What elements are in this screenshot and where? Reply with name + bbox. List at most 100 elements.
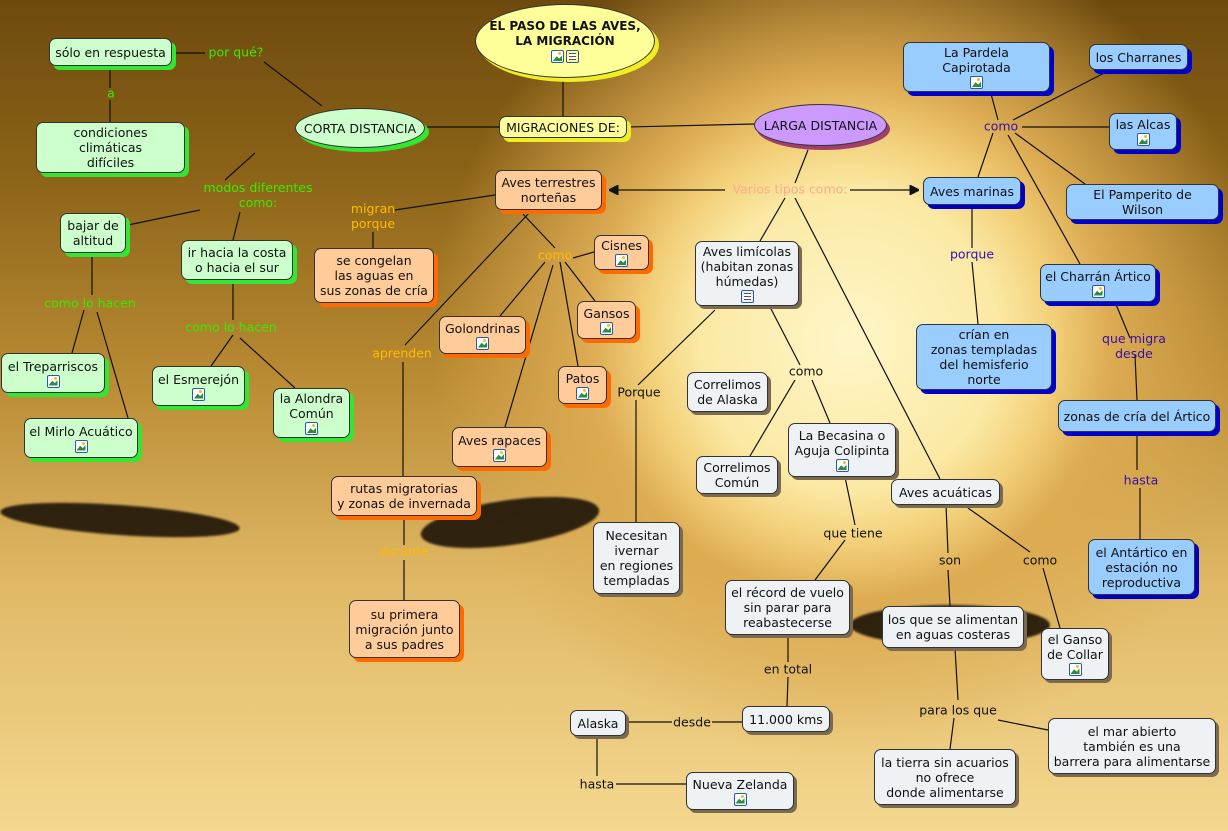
concept-node-solo[interactable]: sólo en respuesta (49, 38, 172, 66)
link-label-hasta2[interactable]: hasta (1123, 472, 1159, 488)
concept-node-marinas[interactable]: Aves marinas (923, 177, 1021, 205)
concept-node-text: ir hacia la costa o hacia el sur (187, 245, 287, 275)
concept-node-congelan[interactable]: se congelan las aguas en sus zonas de cr… (314, 248, 434, 303)
image-icon[interactable] (970, 76, 983, 89)
concept-node-text: MIGRACIONES DE: (506, 119, 620, 135)
concept-node-collar[interactable]: el Ganso de Collar (1041, 628, 1109, 680)
concept-node-alondra[interactable]: la Alondra Común (273, 388, 350, 438)
concept-node-limicolas[interactable]: Aves limícolas (habitan zonas húmedas) (695, 241, 799, 306)
link-label-porque3[interactable]: porque (949, 246, 995, 262)
concept-node-tierra[interactable]: la tierra sin acuarios no ofrece donde a… (874, 749, 1016, 805)
concept-node-alimentan[interactable]: los que se alimentan en aguas costeras (882, 606, 1024, 648)
link-label-entotal[interactable]: en total (763, 661, 813, 677)
concept-node-text: el Treparriscos (7, 358, 99, 374)
concept-node-cisnes[interactable]: Cisnes (594, 235, 649, 270)
document-icon[interactable] (566, 50, 579, 63)
concept-node-corrcomun[interactable]: Correlimos Común (696, 456, 778, 494)
concept-node-necesitan[interactable]: Necesitan ivernar en regiones templadas (593, 522, 680, 594)
link-label-como1[interactable]: como (537, 247, 573, 263)
link-label-durante[interactable]: durante (379, 543, 429, 559)
link-label-modos[interactable]: modos diferentes como: (203, 180, 313, 210)
image-icon[interactable] (305, 422, 318, 435)
image-icon[interactable] (74, 439, 88, 453)
link-label-como2[interactable]: como (788, 363, 824, 379)
concept-node-rapaces[interactable]: Aves rapaces (452, 427, 547, 467)
link-label-migran[interactable]: migran porque (350, 201, 396, 231)
concept-node-migraciones[interactable]: MIGRACIONES DE: (499, 116, 627, 138)
concept-node-condiciones[interactable]: condiciones climáticas difíciles (36, 122, 185, 173)
link-label-como3[interactable]: como (1022, 552, 1058, 568)
concept-node-becasina[interactable]: La Becasina o Aguja Colipinta (788, 423, 896, 477)
image-icon[interactable] (476, 336, 489, 350)
image-icon[interactable] (1091, 284, 1105, 298)
concept-node-golondrinas[interactable]: Golondrinas (439, 316, 526, 354)
image-icon[interactable] (192, 387, 205, 401)
image-icon[interactable] (551, 50, 564, 63)
link-label-comolo2[interactable]: como lo hacen (185, 319, 277, 335)
concept-node-bajar[interactable]: bajar de altitud (60, 213, 126, 253)
concept-node-trepa[interactable]: el Treparriscos (1, 353, 105, 393)
concept-node-text: Patos (565, 370, 600, 386)
concept-node-gansos[interactable]: Gansos (577, 301, 636, 339)
concept-node-ir[interactable]: ir hacia la costa o hacia el sur (181, 240, 293, 280)
concept-node-text: sólo en respuesta (55, 44, 166, 60)
link-label-porque1[interactable]: por qué? (208, 44, 264, 60)
link-label-desde[interactable]: desde (673, 714, 711, 730)
concept-node-mirlo[interactable]: el Mirlo Acuático (24, 418, 138, 458)
link-label-quemigra[interactable]: que migra desde (1102, 331, 1166, 361)
document-icon[interactable] (740, 290, 754, 303)
concept-node-text: Golondrinas (444, 320, 521, 336)
link-label-varios[interactable]: Varios tipos como: (732, 181, 848, 197)
concept-node-text: el Charrán Ártico (1045, 268, 1151, 284)
link-label-porque2[interactable]: Porque (617, 384, 661, 400)
concept-node-primera[interactable]: su primera migración junto a sus padres (349, 600, 460, 658)
concept-node-text: las Alcas (1115, 117, 1171, 132)
concept-node-text: la Alondra Común (279, 391, 344, 421)
concept-node-rutas[interactable]: rutas migratorias y zonas de invernada (331, 476, 477, 516)
concept-node-alcas[interactable]: las Alcas (1109, 113, 1177, 150)
link-label-aprenden[interactable]: aprenden (372, 345, 432, 361)
link-label-quetiene[interactable]: que tiene (823, 525, 883, 541)
image-icon[interactable] (600, 321, 613, 335)
image-icon[interactable] (46, 374, 60, 388)
concept-node-charranes[interactable]: los Charranes (1089, 44, 1188, 70)
concept-node-pardela[interactable]: La Pardela Capirotada (903, 42, 1050, 92)
concept-node-artico[interactable]: el Charrán Ártico (1040, 264, 1156, 302)
image-icon[interactable] (1136, 133, 1150, 146)
link-label-comolo1[interactable]: como lo hacen (44, 295, 136, 311)
concept-node-mar[interactable]: el mar abierto también es una barrera pa… (1048, 718, 1216, 774)
map-title[interactable]: EL PASO DE LAS AVES, LA MIGRACIÓN (475, 4, 655, 78)
concept-node-esme[interactable]: el Esmerejón (152, 366, 245, 406)
concept-node-text: el Antártico en estación no reproductiva (1095, 544, 1188, 590)
image-icon[interactable] (835, 459, 849, 472)
link-label-como4[interactable]: como (983, 118, 1019, 134)
concept-node-text: Correlimos de Alaska (693, 377, 762, 407)
concept-node-larga[interactable]: LARGA DISTANCIA (754, 104, 887, 146)
concept-node-terrestres[interactable]: Aves terrestres norteñas (495, 170, 602, 210)
link-label-a[interactable]: a (107, 85, 115, 101)
concept-node-text: rutas migratorias y zonas de invernada (337, 481, 471, 511)
link-label-son[interactable]: son (938, 552, 962, 568)
concept-node-text: Gansos (583, 305, 630, 321)
concept-node-pamperito[interactable]: El Pamperito de Wilson (1066, 184, 1219, 220)
concept-node-text: los que se alimentan en aguas costeras (887, 612, 1019, 642)
concept-node-crian[interactable]: crían en zonas templadas del hemisferio … (916, 324, 1052, 390)
concept-node-antartico[interactable]: el Antártico en estación no reproductiva (1088, 539, 1195, 595)
link-label-hasta1[interactable]: hasta (579, 776, 615, 792)
concept-node-alaska[interactable]: Alaska (570, 710, 626, 736)
concept-node-nz[interactable]: Nueva Zelanda (686, 772, 794, 810)
concept-node-kms[interactable]: 11.000 kms (742, 706, 830, 732)
image-icon[interactable] (493, 448, 506, 462)
image-icon[interactable] (733, 792, 747, 806)
concept-node-patos[interactable]: Patos (558, 366, 607, 404)
concept-node-zonascria[interactable]: zonas de cría del Ártico (1058, 400, 1216, 432)
concept-node-corta[interactable]: CORTA DISTANCIA (295, 108, 425, 148)
link-label-paralosque[interactable]: para los que (919, 702, 997, 718)
concept-node-acuaticas[interactable]: Aves acuáticas (891, 479, 1000, 505)
image-icon[interactable] (576, 386, 589, 400)
image-icon[interactable] (1068, 663, 1082, 676)
concept-node-corralaska[interactable]: Correlimos de Alaska (687, 372, 768, 412)
concept-node-record[interactable]: el récord de vuelo sin parar para reabas… (725, 580, 850, 635)
image-icon[interactable] (615, 254, 628, 267)
